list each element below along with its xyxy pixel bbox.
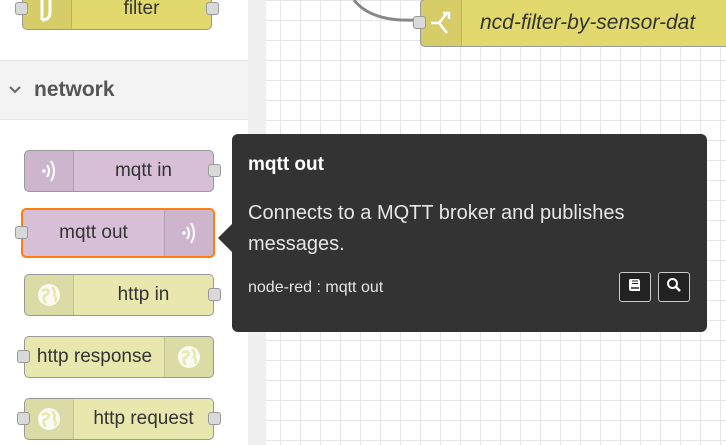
palette-node-mqtt-in[interactable]: mqtt in [24, 150, 221, 192]
input-port[interactable] [17, 412, 30, 425]
input-port[interactable] [17, 350, 30, 363]
palette-node-label: http response [36, 346, 153, 367]
chevron-down-icon [8, 82, 28, 98]
flow-node-label: ncd-filter-by-sensor-dat [480, 11, 696, 34]
palette-node-label: http in [117, 284, 170, 305]
tooltip-title: mqtt out [248, 154, 324, 175]
input-port[interactable] [15, 2, 28, 15]
tooltip-description: Connects to a MQTT broker and publishes … [248, 202, 625, 255]
node-palette: filter network mqtt in mqtt out http in [0, 0, 248, 445]
help-book-button[interactable] [619, 272, 651, 302]
palette-node-label: filter [123, 0, 160, 19]
wireless-icon [25, 151, 74, 191]
filter-icon [23, 0, 72, 29]
tooltip-arrow [218, 224, 232, 252]
globe-icon [25, 275, 74, 315]
node-info-tooltip: mqtt out Connects to a MQTT broker and p… [218, 134, 707, 332]
input-port[interactable] [15, 226, 28, 239]
output-port[interactable] [208, 164, 221, 177]
tooltip-module: node-red : mqtt out [248, 279, 384, 296]
wire[interactable] [266, 0, 726, 60]
input-port[interactable] [413, 16, 426, 29]
globe-icon [25, 399, 74, 439]
category-title: network [34, 78, 115, 101]
output-port[interactable] [206, 2, 219, 15]
category-header-network[interactable]: network [0, 60, 248, 120]
palette-node-mqtt-out[interactable]: mqtt out [15, 208, 215, 258]
palette-node-filter[interactable]: filter [15, 0, 219, 30]
palette-node-http-in[interactable]: http in [24, 274, 221, 316]
wireless-icon [164, 210, 213, 256]
output-port[interactable] [208, 288, 221, 301]
palette-node-label: http request [93, 408, 194, 429]
palette-node-http-response[interactable]: http response [17, 336, 214, 378]
palette-node-label: mqtt in [114, 160, 173, 181]
palette-node-label: mqtt out [59, 222, 128, 243]
flow-node-ncd-filter[interactable]: ncd-filter-by-sensor-dat [413, 0, 726, 47]
switch-icon [421, 0, 462, 46]
globe-icon [164, 337, 213, 377]
book-icon [627, 277, 643, 298]
palette-node-http-request[interactable]: http request [17, 398, 221, 440]
search-node-button[interactable] [658, 272, 690, 302]
output-port[interactable] [208, 412, 221, 425]
search-icon [666, 277, 682, 298]
